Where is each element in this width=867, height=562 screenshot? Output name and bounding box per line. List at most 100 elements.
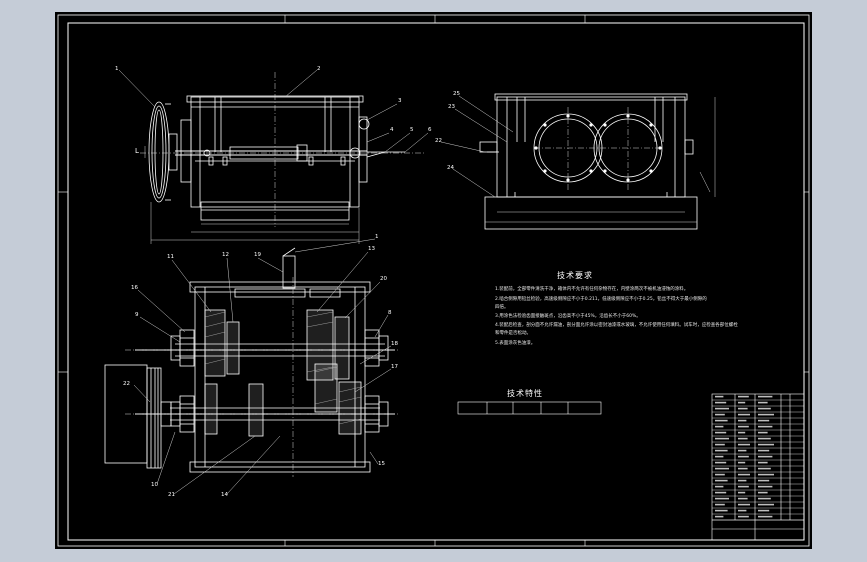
title-block-text-mark bbox=[715, 443, 725, 446]
gearbox-housing bbox=[194, 286, 366, 468]
title-block-text-mark bbox=[758, 515, 773, 518]
plan-center-lines bbox=[125, 277, 400, 477]
bearing-9 bbox=[179, 329, 195, 367]
title-block-text-mark bbox=[758, 455, 773, 458]
title-block-text-mark bbox=[758, 401, 768, 404]
callout-side-22: 22 bbox=[435, 138, 442, 144]
gear-12 bbox=[226, 321, 240, 375]
gear-13 bbox=[306, 309, 334, 381]
title-block-text-mark bbox=[715, 473, 725, 476]
callout-plan-17: 17 bbox=[391, 364, 398, 370]
title-block-text-mark bbox=[758, 449, 770, 452]
callout-plan-21: 21 bbox=[168, 492, 175, 498]
title-block-text-mark bbox=[715, 515, 724, 518]
callout-plan-20: 20 bbox=[380, 276, 387, 282]
inner-frame bbox=[67, 22, 805, 541]
callout-plan-1: 1 bbox=[375, 234, 379, 240]
title-block-text-mark bbox=[738, 419, 747, 422]
drawing-sheet: 1 2 3 4 5 6 L 25 23 22 24 11 12 19 13 20… bbox=[55, 12, 812, 549]
title-block-text-mark bbox=[715, 503, 725, 506]
callout-plan-15: 15 bbox=[378, 461, 385, 467]
callout-plan-14: 14 bbox=[221, 492, 228, 498]
callout-plan-13: 13 bbox=[368, 246, 375, 252]
title-block-text-mark bbox=[738, 485, 749, 488]
title-block-text-mark bbox=[758, 503, 774, 506]
tech-requirement-line: 四倍。 bbox=[495, 305, 509, 310]
title-block-text-mark bbox=[738, 497, 748, 500]
tech-requirement-line: 4.装配后检查，剖分面不允许漏油，剖分面允许涂以密封油漆或水玻璃，不允许使用任何… bbox=[495, 323, 738, 328]
title-block-text-mark bbox=[738, 503, 750, 506]
title-block-rows bbox=[712, 399, 804, 521]
tech-requirement-line: 和零件是否松动。 bbox=[495, 331, 531, 336]
title-block-text-mark bbox=[738, 515, 749, 518]
title-block-text-mark bbox=[715, 449, 728, 452]
gear-20 bbox=[334, 316, 350, 380]
callout-plan-8: 8 bbox=[388, 310, 392, 316]
cad-drawing bbox=[57, 14, 810, 547]
callout-front-3: 3 bbox=[398, 98, 402, 104]
tech-specs-title: 技术特性 bbox=[507, 389, 543, 398]
title-block-text-mark bbox=[738, 473, 750, 476]
tech-requirement-line: 2.啮合侧隙用铅丝检验，高速级侧隙应不小于0.211，低速级侧隙应不小于0.25… bbox=[495, 297, 707, 302]
callout-side-23: 23 bbox=[448, 104, 455, 110]
plan-pulley bbox=[146, 367, 162, 469]
title-block-text-mark bbox=[758, 407, 771, 410]
title-block-text-mark bbox=[715, 467, 729, 470]
pulley-hub bbox=[168, 133, 178, 171]
outer-frame bbox=[57, 14, 810, 547]
title-block-text-mark bbox=[758, 419, 770, 422]
title-block-text-mark bbox=[738, 431, 746, 434]
title-block-text-mark bbox=[738, 425, 749, 428]
title-block-text-mark bbox=[715, 419, 728, 422]
side-view bbox=[440, 93, 716, 230]
title-block-text-mark bbox=[715, 407, 729, 410]
gear-14 bbox=[248, 383, 264, 437]
title-block-text-mark bbox=[715, 455, 724, 458]
title-block-text-mark bbox=[715, 485, 724, 488]
title-block-text-mark bbox=[758, 425, 773, 428]
title-block-text-mark bbox=[738, 491, 746, 494]
front-leaders bbox=[118, 69, 429, 153]
title-block-text-mark bbox=[738, 437, 748, 440]
callout-front-6: 6 bbox=[428, 127, 432, 133]
tech-requirement-line: 5.表面涂灰色油漆。 bbox=[495, 341, 536, 346]
callout-side-24: 24 bbox=[447, 165, 454, 171]
callout-front-1: 1 bbox=[115, 66, 119, 72]
callout-plan-16: 16 bbox=[131, 285, 138, 291]
title-block-text-mark bbox=[715, 479, 728, 482]
title-block-text-mark bbox=[758, 485, 773, 488]
callout-plan-19: 19 bbox=[254, 252, 261, 258]
title-block-text-mark bbox=[738, 407, 748, 410]
title-block-text-mark bbox=[758, 509, 770, 512]
title-block-text-mark bbox=[758, 395, 773, 398]
callout-plan-12: 12 bbox=[222, 252, 229, 258]
callout-front-2: 2 bbox=[317, 66, 321, 72]
plan-view bbox=[104, 238, 400, 495]
callout-side-25: 25 bbox=[453, 91, 460, 97]
title-block-text-mark bbox=[715, 461, 727, 464]
title-block-text-mark bbox=[715, 425, 724, 428]
title-block-text-mark bbox=[758, 479, 770, 482]
plan-leaders bbox=[133, 238, 392, 495]
front-view bbox=[118, 69, 429, 244]
frame-ticks bbox=[58, 15, 809, 546]
title-block-text-mark bbox=[738, 467, 748, 470]
title-block-text-mark bbox=[758, 431, 768, 434]
title-block-text-mark bbox=[738, 401, 746, 404]
title-block-text-mark bbox=[738, 455, 749, 458]
title-block bbox=[711, 393, 805, 541]
callout-plan-10: 10 bbox=[151, 482, 158, 488]
pulley-groove-1 bbox=[151, 105, 167, 199]
gear-17 bbox=[338, 381, 362, 435]
callout-plan-22: 22 bbox=[123, 381, 130, 387]
title-block-text-mark bbox=[738, 461, 746, 464]
side-base bbox=[484, 196, 698, 230]
title-block-text-mark bbox=[758, 467, 771, 470]
title-block-text-mark bbox=[715, 491, 727, 494]
title-block-text-mark bbox=[715, 401, 727, 404]
title-block-text-mark bbox=[715, 431, 727, 434]
title-block-text-mark bbox=[758, 413, 774, 416]
callout-plan-11: 11 bbox=[167, 254, 174, 260]
gear-21 bbox=[204, 383, 218, 435]
title-block-text-mark bbox=[738, 395, 749, 398]
